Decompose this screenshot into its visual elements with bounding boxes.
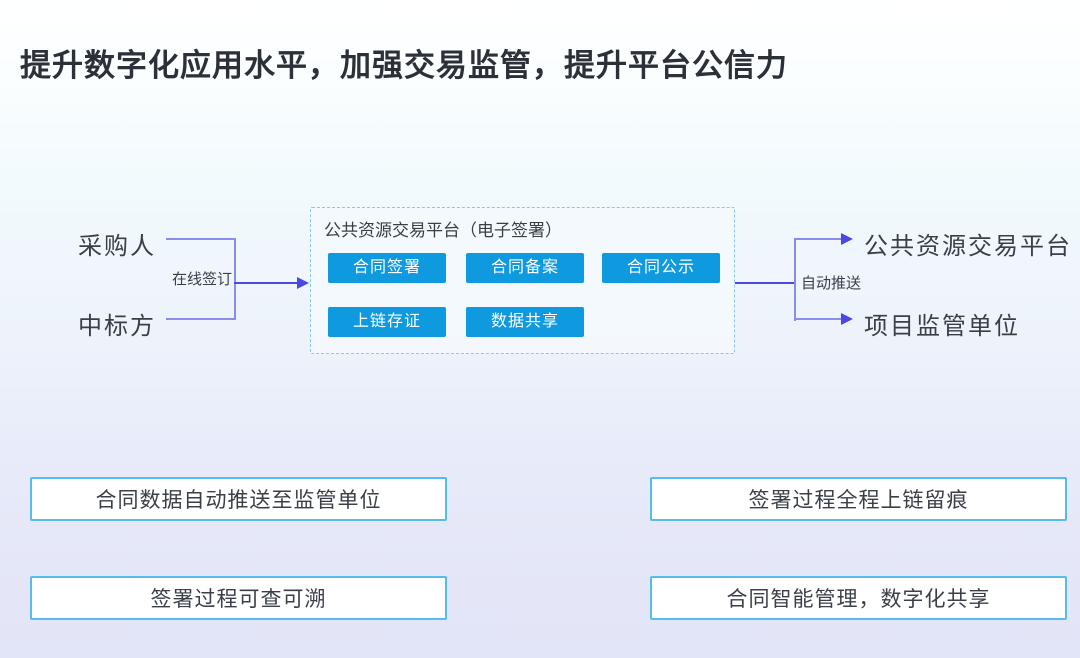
contract-publicity-button[interactable]: 合同公示 <box>602 253 720 283</box>
arrow-right-icon <box>841 313 853 325</box>
chain-deposit-button[interactable]: 上链存证 <box>328 307 446 337</box>
platform-panel-title: 公共资源交易平台（电子签署） <box>324 221 562 240</box>
connector-left-vertical-line <box>234 238 236 320</box>
data-sharing-button[interactable]: 数据共享 <box>466 307 584 337</box>
contract-signing-button[interactable]: 合同签署 <box>328 253 446 283</box>
contract-filing-button[interactable]: 合同备案 <box>466 253 584 283</box>
arrow-into-platform-line <box>234 282 298 284</box>
node-public-resource-platform: 公共资源交易平台 <box>864 233 1072 260</box>
online-signing-label: 在线签订 <box>172 271 233 288</box>
connector-right-vertical-line <box>794 238 796 321</box>
connector-right-bottom-line <box>794 318 842 320</box>
arrow-out-of-platform-line <box>735 282 795 284</box>
auto-push-label: 自动推送 <box>801 275 862 292</box>
benefit-box-smart-management: 合同智能管理，数字化共享 <box>650 576 1067 620</box>
page-title: 提升数字化应用水平，加强交易监管，提升平台公信力 <box>20 48 788 83</box>
benefit-box-chain-trace: 签署过程全程上链留痕 <box>650 477 1067 521</box>
node-winning-bidder: 中标方 <box>78 313 156 340</box>
node-purchaser: 采购人 <box>78 233 156 260</box>
connector-left-top-line <box>166 238 234 240</box>
connector-right-top-line <box>794 238 842 240</box>
platform-panel: 公共资源交易平台（电子签署） 合同签署 合同备案 合同公示 上链存证 数据共享 <box>310 207 735 354</box>
arrow-right-icon <box>297 277 309 289</box>
benefit-box-traceable: 签署过程可查可溯 <box>30 576 447 620</box>
connector-left-bottom-line <box>166 318 234 320</box>
node-project-supervision-unit: 项目监管单位 <box>864 313 1020 340</box>
arrow-right-icon <box>841 233 853 245</box>
benefit-box-auto-push: 合同数据自动推送至监管单位 <box>30 477 447 521</box>
